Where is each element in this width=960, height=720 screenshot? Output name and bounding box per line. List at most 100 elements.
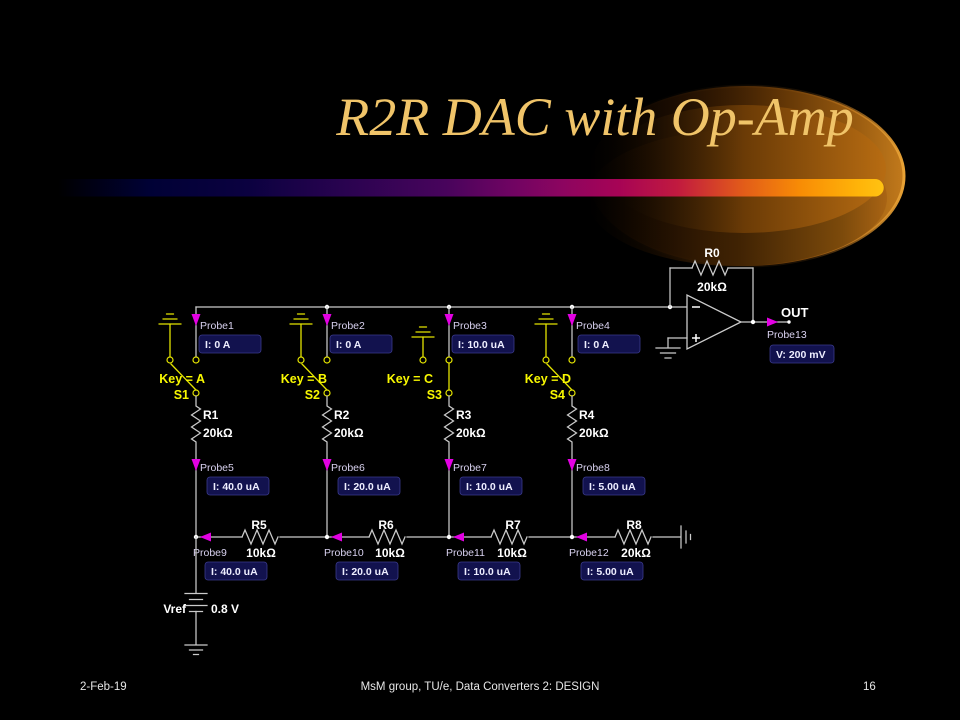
probe-value-box (459, 476, 523, 496)
junction-dot (750, 319, 756, 325)
resistor-value: 20kΩ (334, 426, 364, 440)
switch-key-label: Key = B (281, 372, 327, 386)
footer-date: 2-Feb-19 (80, 681, 127, 693)
switch-key-label: Key = D (525, 372, 571, 386)
probe-label: Probe5 (200, 462, 234, 474)
resistor-name: R0 (704, 246, 720, 260)
resistor-value: 20kΩ (579, 426, 609, 440)
swoosh-bar (58, 179, 884, 197)
resistor-vertical (443, 395, 455, 538)
spdt-switch (542, 356, 576, 397)
resistor-value: 10kΩ (497, 546, 527, 560)
ground-icon (534, 313, 558, 358)
junction-dot (569, 534, 575, 540)
probe-arrow-down-icon (567, 459, 577, 471)
resistor-r5 (241, 528, 279, 546)
probe-value: I: 20.0 uA (342, 566, 389, 578)
slide-title: R2R DAC with Op-Amp (336, 87, 854, 147)
probe-value: I: 5.00 uA (587, 566, 634, 578)
ground-icon (411, 326, 435, 358)
probe-value: I: 0 A (205, 339, 231, 351)
probe-arrow-down-icon (322, 459, 332, 471)
ground-icon (289, 313, 313, 358)
switch-name: S3 (427, 388, 442, 402)
probe-value: I: 20.0 uA (344, 481, 391, 493)
probe-value: I: 10.0 uA (466, 481, 513, 493)
r2r-ladder-bus: R5 10kΩ R6 10kΩ R7 10kΩ R8 20kΩ (195, 518, 692, 560)
ground-icon (655, 347, 681, 359)
dac-branch-2: Probe2 I: 0 A Key = B S2 R2 20kΩ Probe6 (281, 306, 401, 581)
probe-label: Probe6 (331, 462, 365, 474)
resistor-name: R7 (505, 518, 521, 532)
probe-label: Probe12 (569, 547, 609, 559)
probe-label: Probe11 (446, 547, 485, 559)
output-net-label: OUT (781, 305, 809, 320)
dac-branch-3: Probe3 I: 10.0 uA Key = C S3 R3 20kΩ Pro… (387, 306, 523, 581)
probe-label: Probe2 (331, 320, 365, 332)
source-name: Vref (163, 602, 187, 616)
probe-arrow-right-icon (767, 317, 778, 327)
resistor-value: 10kΩ (375, 546, 405, 560)
resistor-vertical (190, 395, 202, 538)
probe-label: Probe10 (324, 547, 364, 559)
probe-value: V: 200 mV (776, 349, 826, 361)
switch-name: S1 (174, 388, 189, 402)
opamp-triangle-icon (686, 293, 743, 351)
probe-value-box (206, 476, 270, 496)
circuit-schematic: R5 10kΩ R6 10kΩ R7 10kΩ R8 20kΩ Probe1 I… (158, 246, 835, 656)
switch-key-label: Key = A (159, 372, 205, 386)
opamp-stage: R0 20kΩ OUT Probe13 V: 200 mV (655, 246, 835, 364)
spdt-switch (166, 356, 200, 397)
probe-value-box (582, 476, 646, 496)
resistor-value: 10kΩ (246, 546, 276, 560)
resistor-r7 (490, 528, 528, 546)
resistor-value: 20kΩ (697, 280, 727, 294)
switch-key-label: Key = C (387, 372, 433, 386)
probe-value: I: 10.0 uA (458, 339, 505, 351)
probe-arrow-down-icon (444, 314, 454, 326)
resistor-value: 20kΩ (203, 426, 233, 440)
probe-value-box (335, 561, 399, 581)
footer-page-number: 16 (863, 681, 876, 693)
probe-value: I: 40.0 uA (213, 481, 260, 493)
probe-arrow-down-icon (444, 459, 454, 471)
resistor-value: 20kΩ (456, 426, 486, 440)
resistor-name: R6 (378, 518, 394, 532)
switch-blade (301, 363, 328, 391)
junction-dot (446, 534, 452, 540)
probe-arrow-left-icon (453, 532, 464, 542)
resistor-value: 20kΩ (621, 546, 651, 560)
probe-arrow-left-icon (576, 532, 587, 542)
probe-arrow-left-icon (331, 532, 342, 542)
probe-arrow-down-icon (322, 314, 332, 326)
wire-endpoint (787, 320, 791, 324)
probe-value: I: 0 A (336, 339, 362, 351)
dac-branch-1: Probe1 I: 0 A Key = A S1 R1 20kΩ Probe5 (158, 306, 270, 581)
resistor-vertical (566, 395, 578, 538)
probe-value: I: 5.00 uA (589, 481, 636, 493)
ground-icon (680, 525, 692, 549)
probe-value-box (451, 334, 515, 354)
probe-label: Probe3 (453, 320, 487, 332)
dac-branch-4: Probe4 I: 0 A Key = D S4 R4 20kΩ Probe8 (525, 306, 646, 581)
resistor-vertical (321, 395, 333, 538)
probe-label: Probe13 (767, 329, 807, 341)
junction-dot (324, 534, 330, 540)
switch-blade (170, 363, 197, 391)
resistor-r0 (691, 259, 729, 277)
vref-source: Vref 0.8 V (163, 536, 239, 656)
title-swoosh (58, 84, 906, 268)
resistor-name: R3 (456, 408, 472, 422)
probe-arrow-left-icon (200, 532, 211, 542)
probe-value-box (329, 334, 393, 354)
probe-arrow-down-icon (567, 314, 577, 326)
resistor-name: R1 (203, 408, 219, 422)
probe-arrow-down-icon (191, 459, 201, 471)
probe-value: I: 10.0 uA (464, 566, 511, 578)
resistor-r8 (614, 528, 652, 546)
probe-value-box (337, 476, 401, 496)
footer-center-text: MsM group, TU/e, Data Converters 2: DESI… (360, 681, 600, 693)
probe-value: I: 40.0 uA (211, 566, 258, 578)
probe-label: Probe4 (576, 320, 610, 332)
